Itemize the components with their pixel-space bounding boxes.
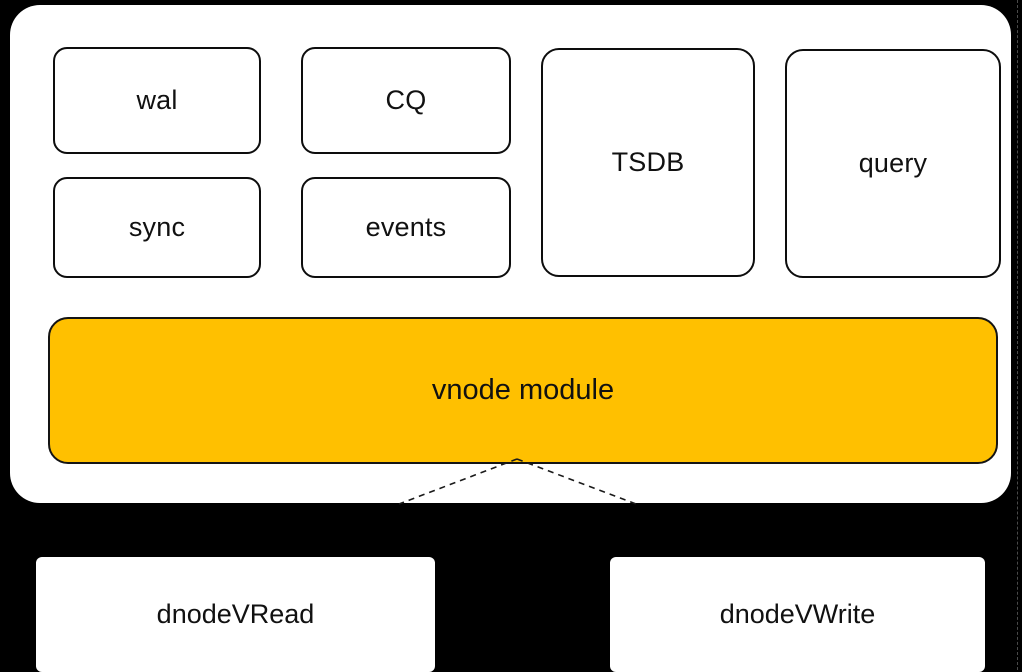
module-label-sync: sync — [128, 212, 186, 242]
module-box-events[interactable]: events — [301, 177, 511, 278]
dnode-vwrite-label: dnodeVWrite — [719, 599, 876, 629]
module-box-cq[interactable]: CQ — [301, 47, 511, 154]
dnode-vwrite-box[interactable]: dnodeVWrite — [610, 557, 985, 672]
module-box-sync[interactable]: sync — [53, 177, 261, 278]
module-label-wal: wal — [136, 85, 178, 115]
module-box-tsdb[interactable]: TSDB — [541, 48, 755, 277]
dnode-vread-label: dnodeVRead — [156, 599, 315, 629]
vnode-module-bar[interactable]: vnode module — [48, 317, 998, 464]
module-box-query[interactable]: query — [785, 49, 1001, 278]
dnode-vread-box[interactable]: dnodeVRead — [36, 557, 435, 672]
slide-guide-line — [1017, 0, 1018, 670]
module-label-query: query — [858, 148, 928, 178]
module-box-wal[interactable]: wal — [53, 47, 261, 154]
module-label-events: events — [365, 212, 447, 242]
module-label-cq: CQ — [385, 85, 427, 115]
vnode-module-label: vnode module — [431, 374, 615, 406]
vnode-container[interactable]: wal CQ sync events TSDB query vnode modu… — [10, 5, 1011, 503]
module-label-tsdb: TSDB — [611, 147, 685, 177]
